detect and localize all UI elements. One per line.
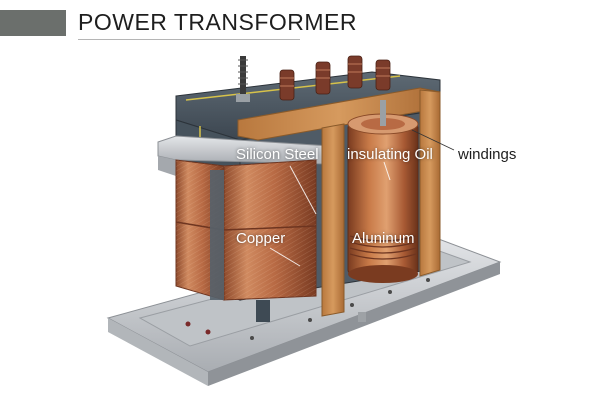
windings-leader-line: [411, 129, 455, 151]
title-accent-bar: [0, 10, 66, 36]
page-title: POWER TRANSFORMER: [78, 9, 357, 35]
copper-cylinder-winding: [347, 100, 419, 283]
leader-lines: [269, 161, 391, 267]
label-silicon-steel: Silicon Steel: [236, 146, 319, 163]
label-insulating-oil: insulating Oil: [347, 146, 433, 163]
steel-core-plate: [157, 135, 331, 176]
title-underline: [78, 39, 300, 40]
bushings: [236, 55, 391, 102]
copper-winding-blocks: [175, 159, 317, 322]
label-aluminum: Aluninum: [352, 230, 415, 247]
label-windings: windings: [458, 146, 517, 163]
wooden-frame: [237, 87, 441, 317]
label-copper: Copper: [236, 230, 286, 247]
